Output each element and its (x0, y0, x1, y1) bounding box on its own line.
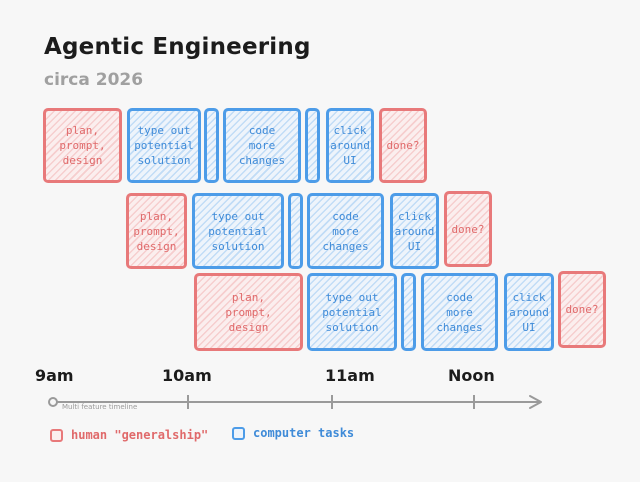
row1-done-box: done? (379, 108, 427, 183)
tick-label-10am: 10am (162, 366, 212, 385)
row1-plan-box: plan, prompt, design (43, 108, 122, 183)
diagram-title: Agentic Engineering (44, 34, 311, 60)
row2-plan-box: plan, prompt, design (126, 193, 187, 269)
row3-small-task-box (401, 273, 416, 351)
row1-type-out-box: type out potential solution (127, 108, 201, 183)
timeline-start-dot (48, 397, 58, 407)
legend-human: human "generalship" (50, 428, 208, 442)
row3-type-out-box: type out potential solution (307, 273, 397, 351)
row3-code-more-box: code more changes (421, 273, 498, 351)
row2-small-task-box (288, 193, 303, 269)
timeline-arrowhead (529, 395, 542, 409)
row3-click-around-box: click around UI (504, 273, 554, 351)
legend-human-label: human "generalship" (71, 428, 209, 442)
row1-small-task-box (204, 108, 219, 183)
row1-code-more-box: code more changes (223, 108, 301, 183)
row2-type-out-box: type out potential solution (192, 193, 284, 269)
legend-human-swatch (50, 428, 63, 442)
row2-done-box: done? (444, 191, 492, 267)
legend-computer-label: computer tasks (253, 426, 355, 440)
row1-small-task-box-2 (305, 108, 320, 183)
timeline-caption: Multi feature timeline (62, 403, 138, 411)
row2-click-around-box: click around UI (390, 193, 439, 269)
tick-label-9am: 9am (35, 366, 74, 385)
legend-computer: computer tasks (232, 426, 354, 440)
tick-label-11am: 11am (325, 366, 375, 385)
row3-done-box: done? (558, 271, 606, 348)
legend-computer-swatch (232, 426, 245, 440)
row2-code-more-box: code more changes (307, 193, 384, 269)
row3-plan-box: plan, prompt, design (194, 273, 303, 351)
tick-label-noon: Noon (448, 366, 495, 385)
diagram-subtitle: circa 2026 (44, 70, 144, 90)
row1-click-around-box: click around UI (326, 108, 374, 183)
